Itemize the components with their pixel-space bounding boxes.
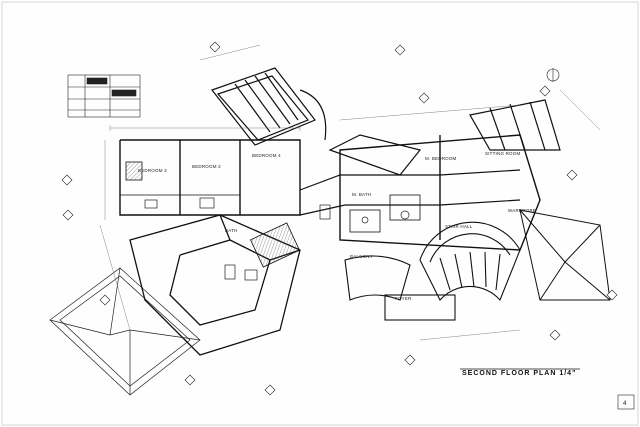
stair-hatch: [250, 222, 300, 268]
room-label-balcony: BALCONY: [350, 254, 373, 259]
room-label-foyer: FOYER: [395, 296, 412, 301]
curved-stair: [419, 221, 521, 302]
east-roof: [519, 209, 611, 301]
sheet-number-box: [617, 394, 635, 410]
dimension-lines: [99, 44, 601, 341]
north-arrow: [546, 68, 560, 82]
fixtures: [144, 197, 410, 281]
room-label-m-bath: M. BATH: [352, 192, 371, 197]
corridor: [299, 169, 521, 216]
room-label-bedroom-2: BEDROOM 2: [192, 164, 221, 169]
drawing-title: SECOND FLOOR PLAN 1/4": [462, 370, 576, 377]
room-label-bath: BATH: [225, 228, 237, 233]
balcony: [344, 255, 456, 321]
garage-roof: [49, 267, 201, 396]
room-label-sitting-room: SITTING ROOM: [485, 151, 520, 156]
room-label-stair-hall: STAIR HALL: [445, 224, 473, 229]
legend-table: [67, 74, 141, 118]
sheet-number: 4: [623, 401, 627, 407]
east-wing-walls: [339, 134, 541, 251]
room-label-m-bedroom: M. BEDROOM: [425, 156, 457, 161]
room-label-wardrobe: WARDROBE: [508, 208, 536, 213]
room-label-bedroom-4: BEDROOM 4: [252, 153, 281, 158]
section-markers: [61, 41, 618, 396]
room-label-bedroom-3: BEDROOM 3: [138, 168, 167, 173]
west-wing-walls: [119, 139, 301, 216]
north-tower: [211, 67, 327, 146]
